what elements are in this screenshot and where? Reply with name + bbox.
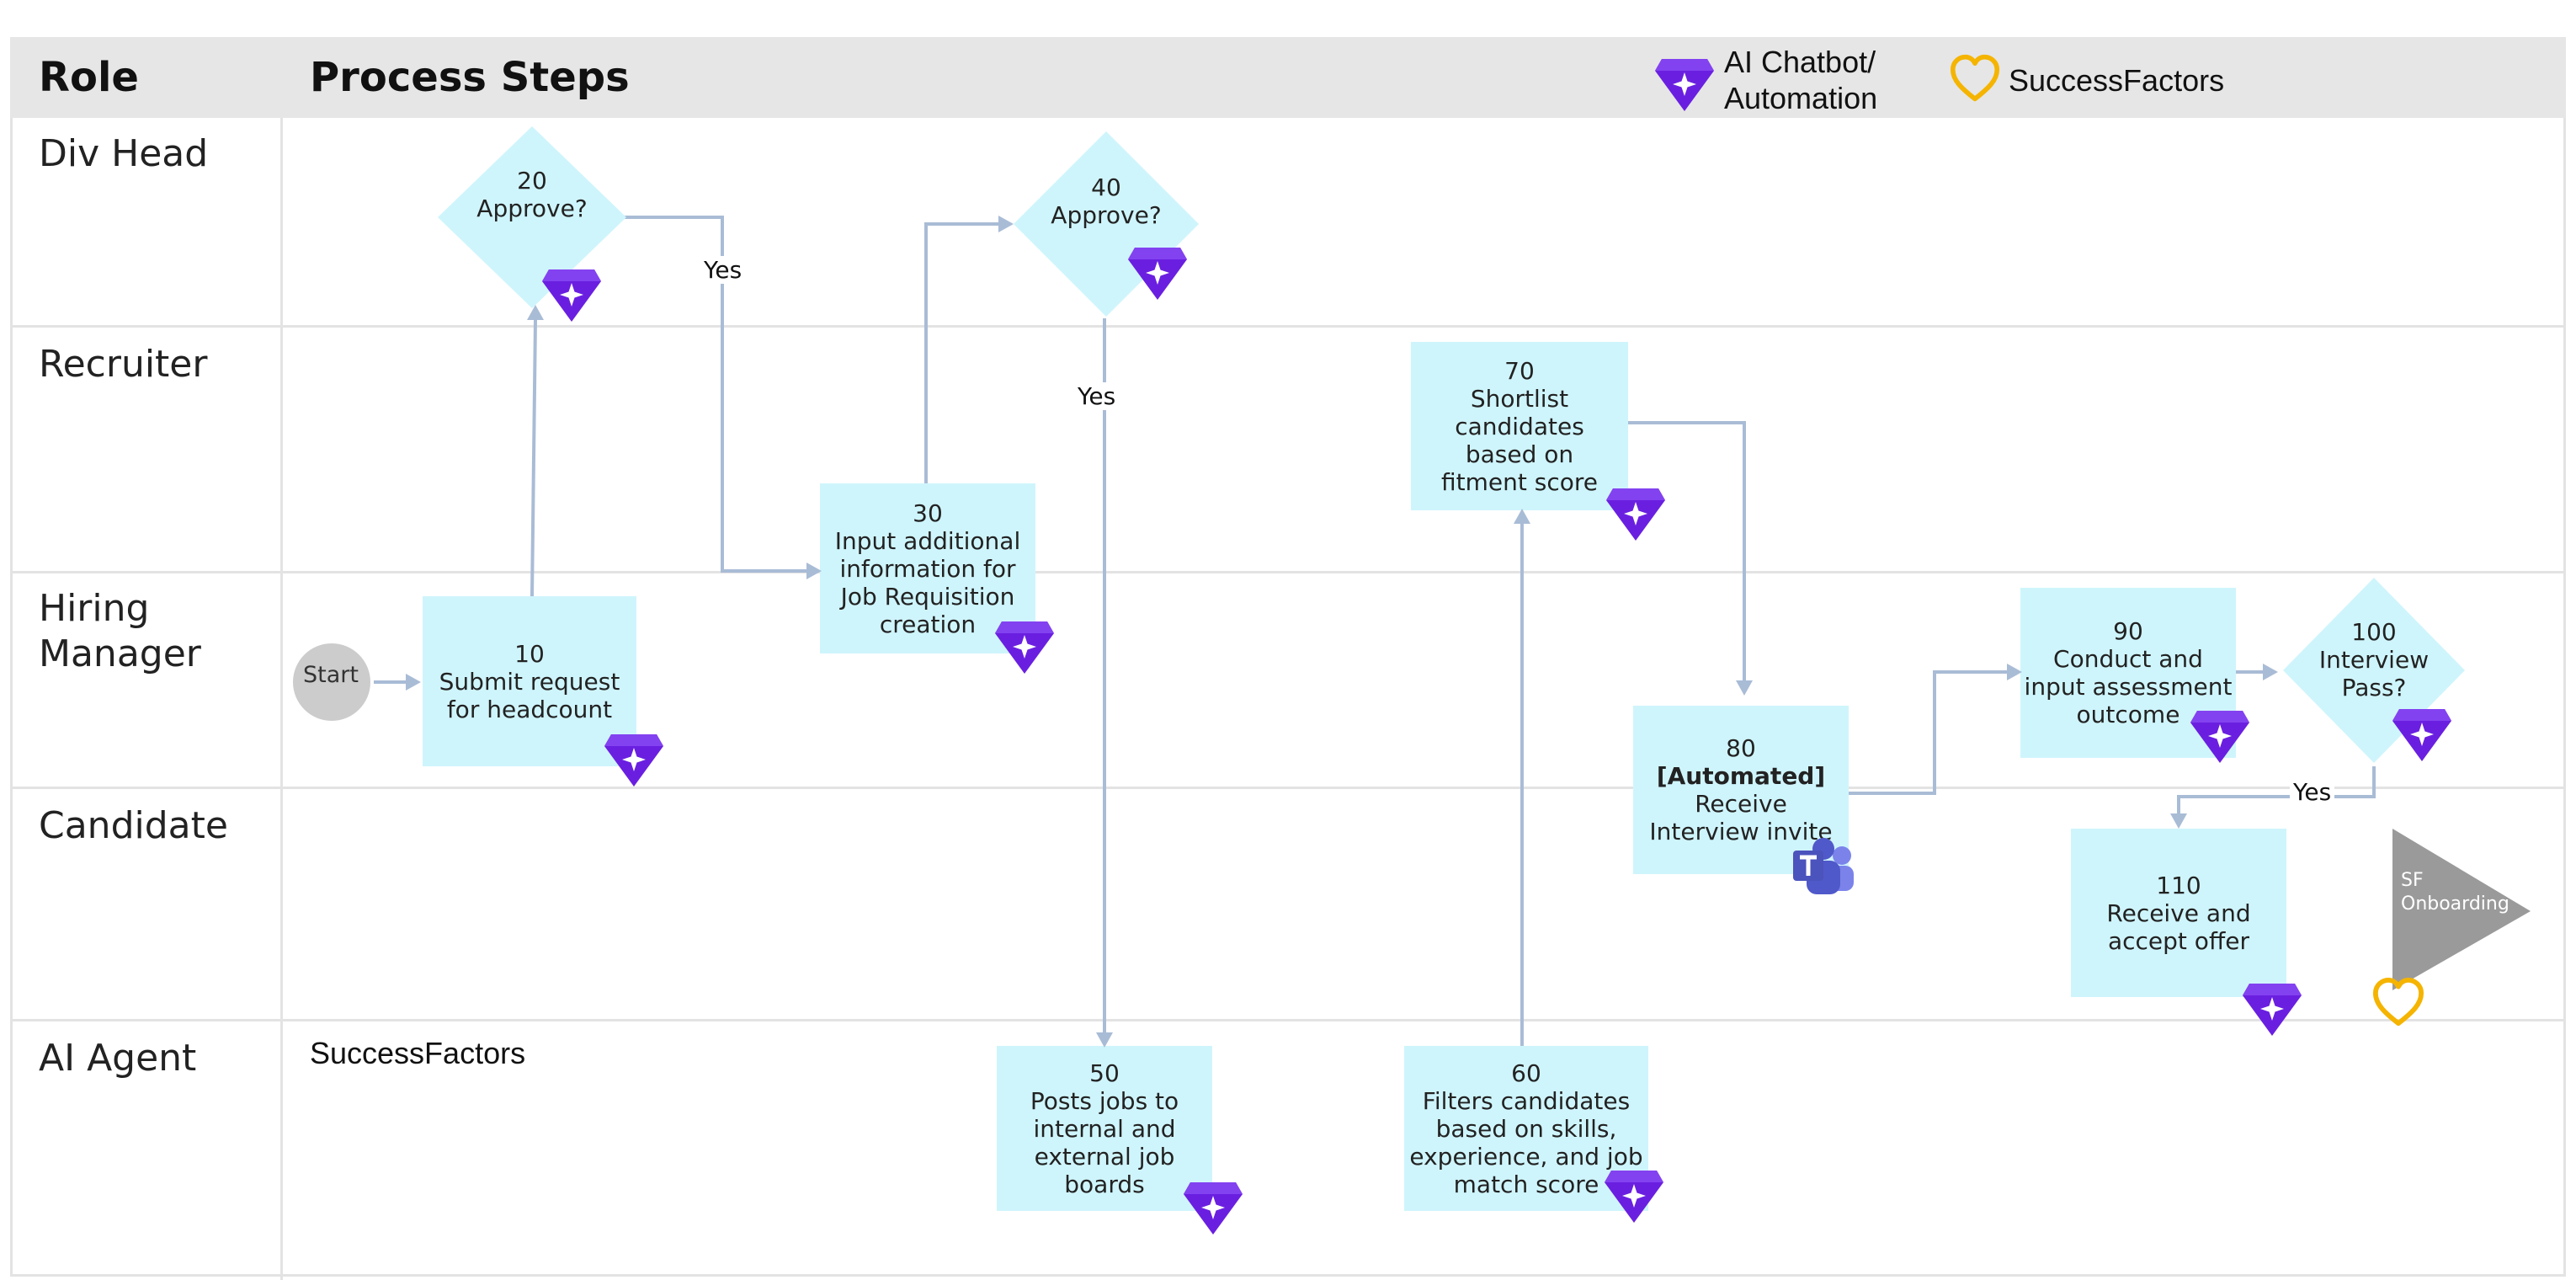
step-text: Input additional information for Job Req… <box>834 526 1021 638</box>
step-number: 50 <box>1089 1059 1120 1087</box>
step-number: 80 <box>1726 734 1756 762</box>
step-label: Interview Pass? <box>2318 646 2430 701</box>
connector-label-yes: Yes <box>700 256 746 284</box>
step-number: 20 <box>517 167 547 195</box>
header-bar <box>10 37 2566 118</box>
frame-left <box>10 118 13 1277</box>
step-number: 100 <box>2351 618 2397 646</box>
connector-label-yes: Yes <box>1074 382 1120 410</box>
ai-agent-system-label: SuccessFactors <box>310 1036 526 1070</box>
step-20-text: 20 Approve? <box>465 167 599 222</box>
arrowheads <box>406 216 2278 1048</box>
step-number: 70 <box>1504 356 1535 385</box>
step-label: Approve? <box>1051 201 1162 229</box>
lane-divider <box>10 325 2566 328</box>
arrow-80-to-90 <box>1849 670 2009 795</box>
step-100-gem-icon <box>2392 709 2451 761</box>
arrow-100-yes-to-110 <box>2177 766 2376 815</box>
step-text: Posts jobs to internal and external job … <box>1030 1086 1179 1198</box>
terminal-heart-icon <box>2376 980 2421 1023</box>
teams-icon <box>1793 838 1854 894</box>
arrow-20-yes-to-30 <box>625 216 810 573</box>
step-90-gem-icon <box>2190 711 2249 763</box>
lane-label-hiring-manager: Hiring Manager <box>39 587 201 675</box>
arrow-10-to-20 <box>530 319 537 597</box>
step-number: 90 <box>2113 617 2143 645</box>
frame-bottom <box>10 1274 2566 1277</box>
role-column-divider <box>280 118 283 1280</box>
lane-divider <box>10 1019 2566 1021</box>
step-20-gem-icon <box>542 269 601 322</box>
lane-label-div-head: Div Head <box>39 132 209 175</box>
step-text: Receive and accept offer <box>2106 899 2251 955</box>
role-column-header: Role <box>39 54 139 101</box>
step-60-gem-icon <box>1605 1171 1663 1223</box>
connectors <box>374 216 2376 1046</box>
legend-ai-chatbot-label: AI Chatbot/ Automation <box>1724 45 1878 115</box>
lane-label-recruiter: Recruiter <box>39 343 208 386</box>
step-70-gem-icon <box>1606 488 1665 541</box>
start-node <box>293 643 370 721</box>
step-10-gem-icon <box>604 734 663 787</box>
frame-right <box>2563 118 2566 1277</box>
step-text: Filters candidates based on skills, expe… <box>1409 1086 1643 1198</box>
step-100-text: 100 Interview Pass? <box>2307 618 2441 701</box>
sf-onboarding-terminal <box>2392 829 2531 990</box>
step-text: Conduct and input assessment outcome <box>2024 645 2233 728</box>
lane-label-ai-agent: AI Agent <box>39 1037 197 1080</box>
lane-divider <box>10 787 2566 789</box>
arrow-30-to-40 <box>924 222 1000 483</box>
legend-heart-icon <box>1953 57 1998 99</box>
step-text: Shortlist candidates based on fitment sc… <box>1441 384 1598 496</box>
terminal-label: SF Onboarding <box>2401 870 2509 915</box>
legend-gem-icon <box>1655 59 1714 111</box>
process-steps-header: Process Steps <box>310 54 630 101</box>
step-number: 110 <box>2156 871 2201 899</box>
lane-label-candidate: Candidate <box>39 804 228 847</box>
step-bold-text: [Automated] <box>1656 762 1826 790</box>
step-30-gem-icon <box>995 621 1054 674</box>
step-label: Approve? <box>476 195 588 222</box>
lane-divider <box>10 571 2566 573</box>
step-20-decision <box>438 126 626 308</box>
arrow-70-to-80 <box>1628 421 1746 680</box>
legend-successfactors-label: SuccessFactors <box>2009 63 2225 98</box>
step-50-gem-icon <box>1184 1182 1243 1235</box>
step-number: 30 <box>913 499 943 527</box>
connector-label-yes: Yes <box>2290 778 2335 806</box>
step-110-gem-icon <box>2243 984 2302 1036</box>
step-number: 60 <box>1511 1059 1541 1087</box>
step-number: 40 <box>1091 173 1121 201</box>
start-label: Start <box>303 662 359 688</box>
step-40-text: 40 Approve? <box>1039 173 1174 229</box>
step-number: 10 <box>514 639 545 668</box>
step-text: Submit request for headcount <box>439 667 620 723</box>
